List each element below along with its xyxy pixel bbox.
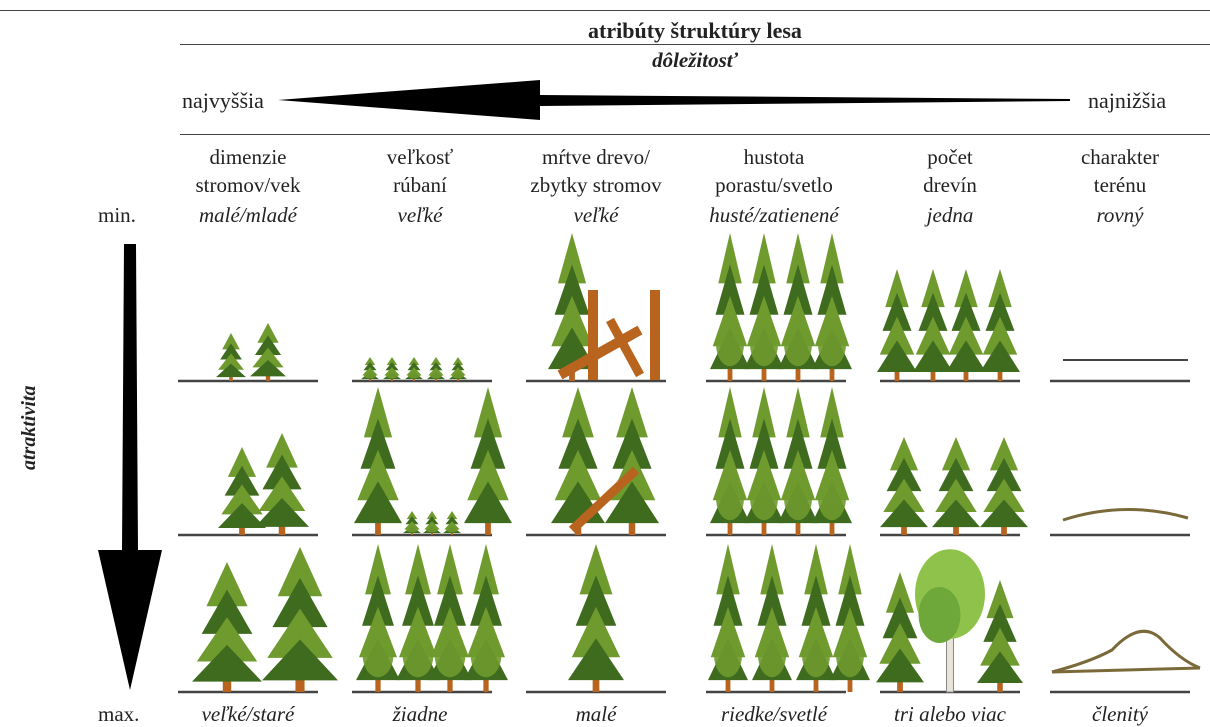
conifer-tree-icon [449, 357, 467, 381]
max-value-5: tri alebo viac [894, 702, 1006, 726]
conifer-tree-icon [192, 562, 262, 692]
min-value-3: veľké [573, 203, 619, 227]
importance-arrow-icon [278, 80, 1070, 120]
conifer-tree-icon [710, 233, 750, 381]
conifer-tree-icon [262, 547, 338, 692]
conifer-tree-icon [255, 433, 309, 535]
min-value-2: veľké [397, 203, 443, 227]
max-value-3: malé [575, 702, 617, 726]
dead-wood-icon [557, 325, 643, 380]
min-value-1: malé/mladé [199, 203, 297, 227]
conifer-tree-icon [812, 387, 852, 535]
conifer-tree-icon [443, 511, 461, 535]
conifer-tree-icon [605, 387, 659, 535]
conifer-tree-icon [778, 387, 818, 535]
conifer-tree-icon [708, 544, 748, 692]
highest-label: najvyššia [182, 88, 264, 113]
conifer-tree-icon [778, 233, 818, 381]
conifer-tree-icon [568, 544, 624, 692]
column-header-3: mŕtve drevo/zbytky stromov [530, 145, 662, 197]
conifer-tree-icon [830, 544, 870, 692]
terrain-line-icon [1051, 666, 1201, 674]
min-value-5: jedna [926, 203, 974, 227]
conifer-tree-icon [428, 544, 472, 692]
conifer-tree-icon [752, 544, 792, 692]
max-value-6: členitý [1092, 702, 1148, 726]
conifer-tree-icon [877, 269, 917, 381]
conifer-tree-icon [744, 233, 784, 381]
conifer-tree-icon [548, 233, 596, 381]
min-value-6: rovný [1096, 203, 1144, 227]
dead-wood-icon [588, 290, 598, 380]
min-value-4: husté/zatienené [709, 203, 839, 227]
conifer-tree-icon [427, 357, 445, 381]
conifer-tree-icon [913, 269, 953, 381]
max-value-2: žiadne [392, 702, 448, 726]
conifer-tree-icon [464, 387, 512, 535]
conifer-tree-icon [361, 357, 379, 381]
max-label: max. [98, 702, 140, 726]
terrain-line-icon [1051, 629, 1201, 674]
conifer-tree-icon [946, 269, 986, 381]
conifer-tree-icon [356, 544, 400, 692]
header-rule [180, 134, 1210, 135]
terrain-line-icon [1062, 508, 1189, 522]
conifer-tree-icon [403, 511, 421, 535]
conifer-tree-icon [980, 437, 1028, 535]
conifer-tree-icon [354, 387, 402, 535]
attractiveness-arrow-icon [98, 244, 162, 690]
conifer-tree-icon [250, 323, 286, 381]
conifer-tree-icon [980, 269, 1020, 381]
broadleaf-tree-icon [915, 549, 985, 693]
conifer-tree-icon [710, 387, 750, 535]
conifer-tree-icon [396, 544, 440, 692]
conifer-tree-icon [216, 333, 246, 381]
conifer-tree-icon [876, 572, 924, 692]
conifer-tree-icon [744, 387, 784, 535]
conifer-tree-icon [977, 580, 1023, 692]
title-rule [180, 44, 1210, 45]
conifer-tree-icon [812, 233, 852, 381]
conifer-tree-icon [405, 357, 423, 381]
conifer-tree-icon [464, 544, 508, 692]
conifer-tree-icon [218, 447, 266, 535]
dead-wood-icon [568, 466, 640, 534]
importance-label: dôležitosť [652, 48, 738, 72]
lowest-label: najnižšia [1088, 88, 1167, 113]
conifer-tree-icon [932, 437, 980, 535]
max-value-4: riedke/svetlé [720, 702, 828, 726]
top-rule [0, 10, 1210, 11]
dead-wood-icon [650, 290, 660, 380]
min-label: min. [98, 203, 136, 227]
max-value-1: veľké/staré [201, 702, 295, 726]
conifer-tree-icon [383, 357, 401, 381]
conifer-tree-icon [880, 437, 928, 535]
conifer-tree-icon [423, 511, 441, 535]
dead-wood-icon [606, 317, 644, 378]
conifer-tree-icon [796, 544, 836, 692]
diagram-title: atribúty štruktúry lesa [588, 18, 802, 43]
